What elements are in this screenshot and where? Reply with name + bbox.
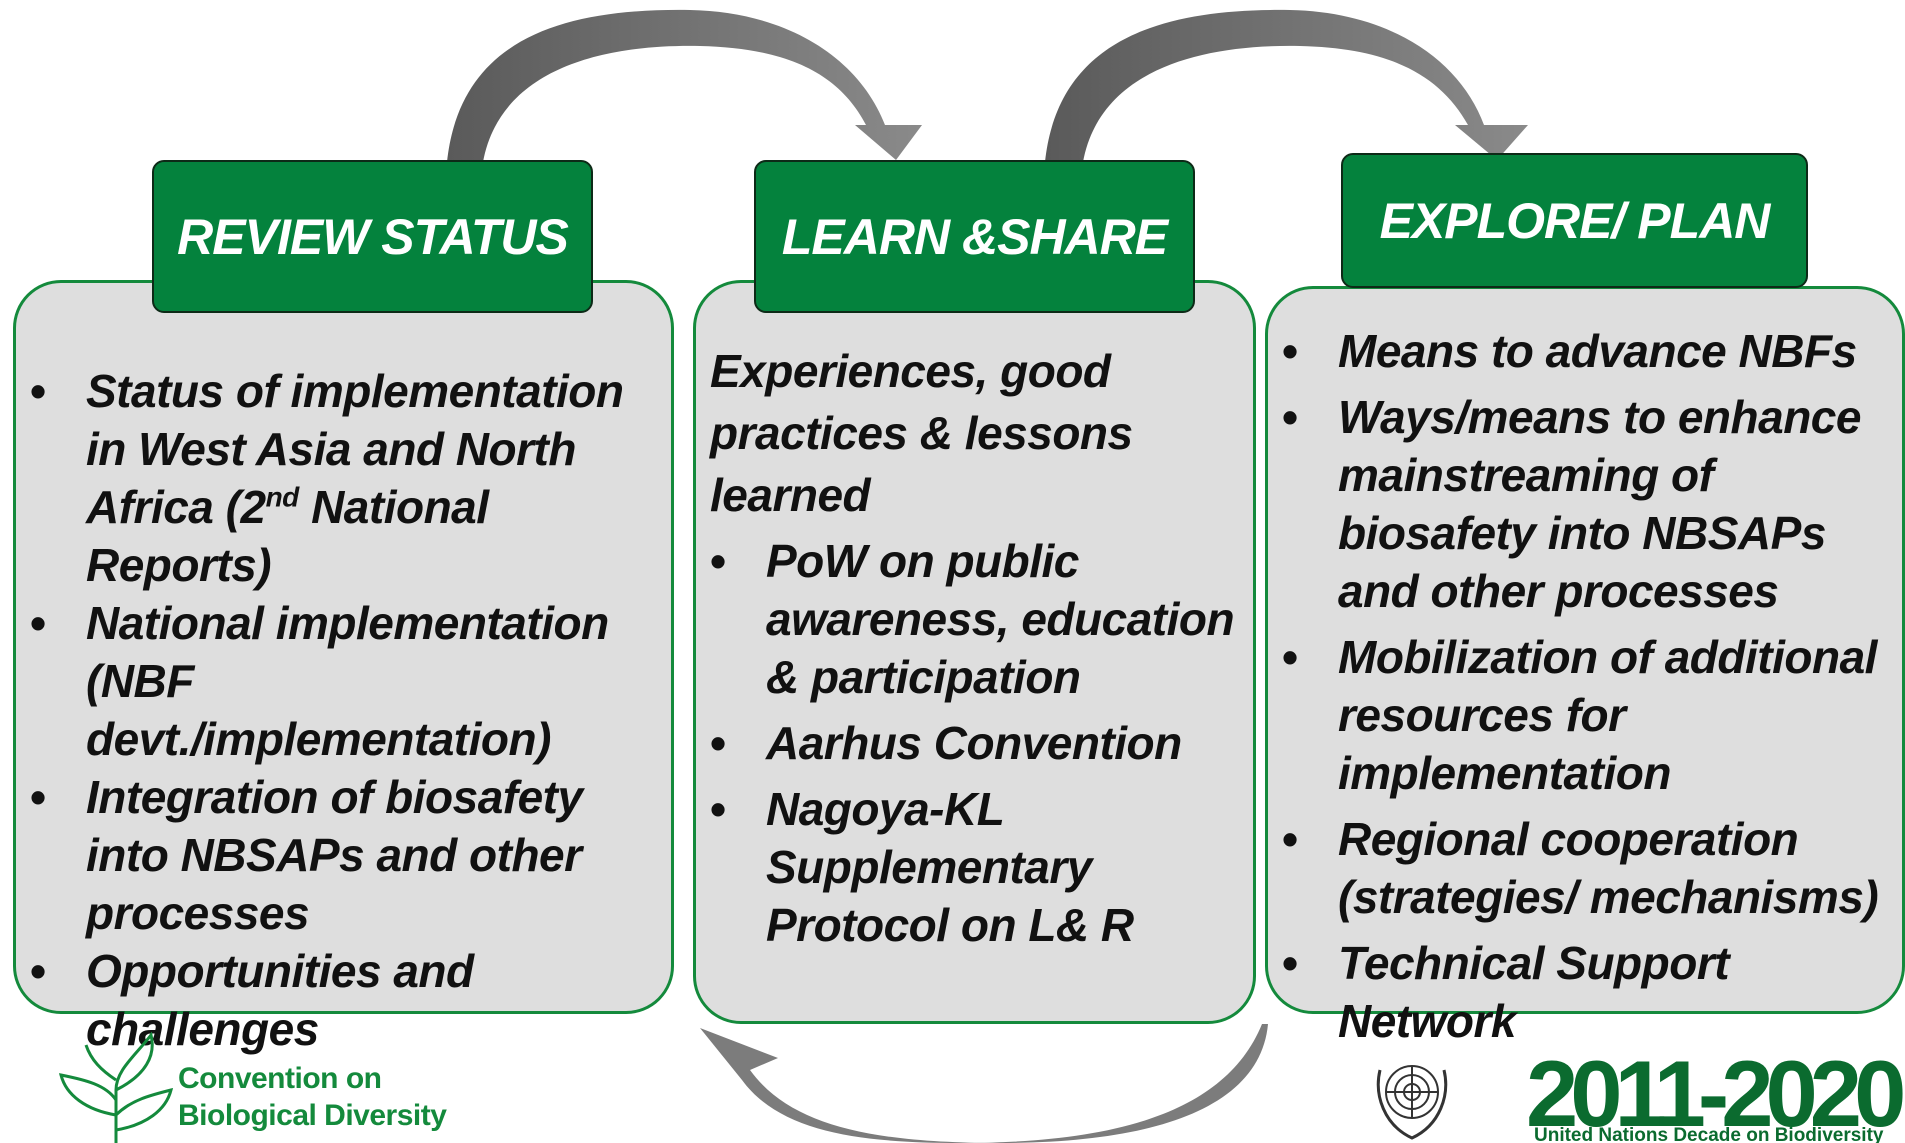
list-item: •Opportunities and challenges	[30, 942, 670, 1058]
bullet-icon: •	[710, 717, 726, 769]
explore-plan-box	[1265, 286, 1905, 1014]
list-item: •Integration of biosafety into NBSAPs an…	[30, 768, 670, 942]
list-item: •PoW on public awareness, education & pa…	[710, 532, 1250, 706]
learn-share-intro: Experiences, good practices & lessons le…	[710, 345, 1133, 521]
bullet-icon: •	[1282, 631, 1298, 683]
arrow-learn-to-explore	[1045, 9, 1528, 162]
bullet-icon: •	[1282, 325, 1298, 377]
list-item: •Regional cooperation (strategies/ mecha…	[1282, 810, 1904, 926]
list-item: •Status of implementation in West Asia a…	[30, 362, 670, 594]
review-status-box	[13, 280, 674, 1014]
bullet-icon: •	[30, 945, 46, 997]
learn-share-header: LEARN &SHARE	[754, 160, 1195, 313]
review-status-content: •Status of implementation in West Asia a…	[30, 362, 670, 1058]
list-item: •Means to advance NBFs	[1282, 322, 1904, 380]
learn-share-box	[693, 280, 1256, 1024]
bullet-icon: •	[1282, 813, 1298, 865]
bullet-icon: •	[1282, 937, 1298, 989]
list-item: •Ways/means to enhance mainstreaming of …	[1282, 388, 1904, 620]
bullet-icon: •	[1282, 391, 1298, 443]
cbd-plant-icon	[58, 1031, 174, 1143]
learn-share-content: Experiences, good practices & lessons le…	[710, 340, 1250, 954]
bullet-icon: •	[710, 535, 726, 587]
list-item: •Aarhus Convention	[710, 714, 1250, 772]
explore-plan-content: •Means to advance NBFs •Ways/means to en…	[1282, 322, 1904, 1050]
bullet-icon: •	[710, 783, 726, 835]
un-emblem-icon	[1376, 1065, 1448, 1140]
cbd-logo-text: Convention on Biological Diversity	[178, 1060, 447, 1134]
explore-plan-header: EXPLORE/ PLAN	[1341, 153, 1808, 288]
decade-text: United Nations Decade on Biodiversity	[1534, 1125, 1884, 1143]
decade-digits: 2011-2020	[1526, 1050, 1905, 1143]
list-item: •Mobilization of additional resources fo…	[1282, 628, 1904, 802]
review-status-header: REVIEW STATUS	[152, 160, 593, 313]
list-item: •Technical Support Network	[1282, 934, 1904, 1050]
cbd-line2: Biological Diversity	[178, 1099, 447, 1132]
bullet-icon: •	[30, 597, 46, 649]
cbd-line1: Convention on	[178, 1062, 382, 1095]
bullet-icon: •	[30, 771, 46, 823]
list-item: •Nagoya-KL Supplementary Protocol on L& …	[710, 780, 1250, 954]
bullet-icon: •	[30, 365, 46, 417]
arrow-return-bottom	[700, 1024, 1268, 1143]
list-item: •National implementation (NBF devt./impl…	[30, 594, 670, 768]
decade-biodiversity-logo: 2011-2020 United Nations Decade on Biodi…	[1526, 1050, 1905, 1143]
arrow-review-to-learn	[447, 9, 922, 162]
